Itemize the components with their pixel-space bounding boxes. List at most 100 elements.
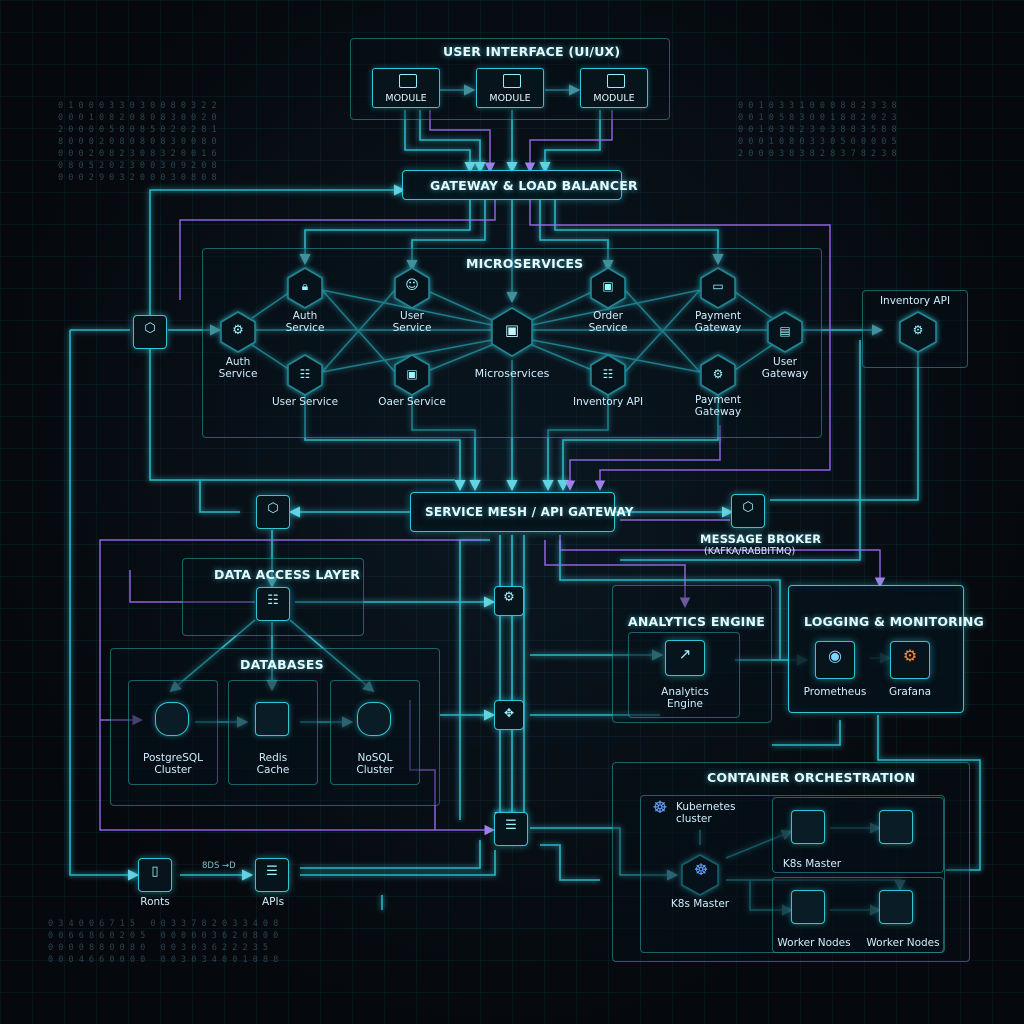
inventory-api-title: Inventory API — [879, 295, 951, 307]
module-3[interactable]: MODULE — [580, 68, 648, 108]
ui-title: USER INTERFACE (UI/UX) — [443, 44, 621, 59]
postgres-label: PostgreSQL Cluster — [143, 752, 203, 776]
service-mesh-box[interactable] — [410, 492, 615, 532]
prometheus-icon: ◉ — [828, 646, 842, 665]
nosql-icon — [357, 702, 391, 736]
lock-icon: 🔒︎ — [301, 279, 309, 293]
worker-node-2[interactable] — [879, 890, 913, 924]
databases-title: DATABASES — [240, 657, 324, 672]
server-icon: ▤ — [779, 324, 791, 338]
gear-icon: ⚙ — [503, 590, 515, 605]
module-label: MODULE — [385, 93, 427, 104]
binary-decoration-left: 0 1 0 0 0 3 3 0 3 0 0 8 0 3 2 2 0 0 0 1 … — [58, 101, 217, 183]
message-broker-subtitle: (KAFKA/RABBITMQ) — [704, 546, 796, 557]
service-payment-label: Payment Gateway — [694, 310, 742, 334]
worker-nodes-label-2: Worker Nodes — [866, 937, 940, 949]
module-label: MODULE — [593, 93, 635, 104]
microservices-title: MICROSERVICES — [466, 256, 584, 271]
database-icon: ☷ — [602, 367, 614, 381]
inventory-api-bottom-label: Inventory API — [573, 396, 644, 408]
service-user-gateway-label: User Gateway — [761, 356, 809, 380]
container-panel — [612, 762, 970, 962]
network-icon: ⬡ — [742, 500, 754, 515]
ronts-label: Ronts — [140, 896, 170, 908]
chart-icon: ↗ — [678, 645, 692, 663]
mesh-hub-left-node[interactable] — [256, 495, 290, 529]
container-title: CONTAINER ORCHESTRATION — [707, 770, 916, 785]
monitor-icon — [399, 74, 417, 88]
k8s-master-node[interactable] — [791, 810, 825, 844]
apis-label: APIs — [261, 896, 285, 908]
card-icon: ▭ — [712, 279, 724, 293]
cube-icon: ▣ — [406, 367, 418, 381]
data-access-title: DATA ACCESS LAYER — [214, 567, 361, 582]
grafana-label: Grafana — [888, 686, 932, 698]
worker-node-1[interactable] — [791, 890, 825, 924]
network-hub-node[interactable] — [133, 315, 167, 349]
gateway-box[interactable] — [402, 170, 622, 200]
module-label: MODULE — [489, 93, 531, 104]
redis-icon — [255, 702, 289, 736]
cube-icon: ▣ — [504, 321, 520, 339]
service-auth-label: Auth Service — [285, 310, 325, 334]
grafana-node[interactable] — [890, 641, 930, 679]
service-mesh-title: SERVICE MESH / API GATEWAY — [425, 505, 634, 519]
bus-node-list[interactable] — [494, 812, 528, 846]
move-icon: ✥ — [503, 706, 515, 720]
service-auth-left-label: Auth Service — [218, 356, 258, 380]
ronts-node[interactable] — [138, 858, 172, 892]
kubernetes-icon: ☸ — [693, 860, 709, 879]
binary-decoration-bottom: 0 3 4 0 0 6 7 1 5 0 0 3 3 7 8 2 0 3 3 4 … — [48, 919, 279, 965]
settings-icon: ⚙ — [712, 367, 724, 381]
list-icon: ☰ — [266, 864, 278, 879]
k8s-master-left-label: K8s Master — [670, 898, 730, 910]
logging-title: LOGGING & MONITORING — [804, 614, 984, 629]
nosql-label: NoSQL Cluster — [356, 752, 394, 776]
wire-note: 8DS →D — [202, 861, 236, 871]
k8s-cluster-label: Kubernetes cluster — [676, 801, 736, 825]
microservices-center-label: Microservices — [474, 367, 550, 380]
postgres-icon — [155, 702, 189, 736]
analytics-engine-label: Analytics Engine — [661, 686, 709, 710]
network-icon: ⬡ — [267, 501, 279, 516]
inventory-api-panel[interactable] — [862, 290, 968, 368]
gear-icon: ⚙ — [232, 323, 244, 338]
analytics-title: ANALYTICS ENGINE — [628, 614, 765, 629]
k8s-master-right-label: K8s Master — [782, 858, 842, 870]
message-broker-node[interactable] — [731, 494, 765, 528]
list-icon: ☰ — [505, 818, 517, 833]
bus-node-arrows[interactable] — [494, 700, 524, 730]
service-order-bottom-label: Oaer Service — [378, 396, 446, 408]
monitor-icon — [607, 74, 625, 88]
k8s-master-node-2[interactable] — [879, 810, 913, 844]
phone-icon: ▯ — [151, 864, 159, 879]
gateway-title: GATEWAY & LOAD BALANCER — [430, 178, 638, 193]
analytics-engine-node[interactable] — [665, 640, 705, 676]
message-broker-title: MESSAGE BROKER — [700, 532, 822, 546]
database-icon: ☷ — [267, 593, 279, 608]
prometheus-node[interactable] — [815, 641, 855, 679]
network-icon: ⬡ — [144, 321, 156, 336]
microservices-panel — [202, 248, 822, 438]
redis-label: Redis Cache — [256, 752, 290, 776]
payment-gateway-bottom-label: Payment Gateway — [694, 394, 742, 418]
service-user-label: User Service — [392, 310, 432, 334]
cube-icon: ▣ — [602, 279, 614, 293]
data-access-node[interactable] — [256, 587, 290, 621]
user-icon: ☺ — [405, 278, 419, 293]
inventory-api-icon: ⚙ — [912, 323, 924, 337]
binary-decoration-right: 0 0 1 0 3 3 1 0 0 0 8 8 2 3 3 8 0 0 1 0 … — [738, 101, 897, 159]
worker-nodes-label-1: Worker Nodes — [777, 937, 851, 949]
apis-node[interactable] — [255, 858, 289, 892]
prometheus-label: Prometheus — [803, 686, 867, 698]
kubernetes-icon: ☸ — [652, 798, 668, 818]
bus-node-gear[interactable] — [494, 586, 524, 616]
database-icon: ☷ — [299, 367, 311, 381]
module-2[interactable]: MODULE — [476, 68, 544, 108]
monitor-icon — [503, 74, 521, 88]
service-order-label: Order Service — [588, 310, 628, 334]
service-user-bottom-label: User Service — [271, 396, 339, 408]
module-1[interactable]: MODULE — [372, 68, 440, 108]
